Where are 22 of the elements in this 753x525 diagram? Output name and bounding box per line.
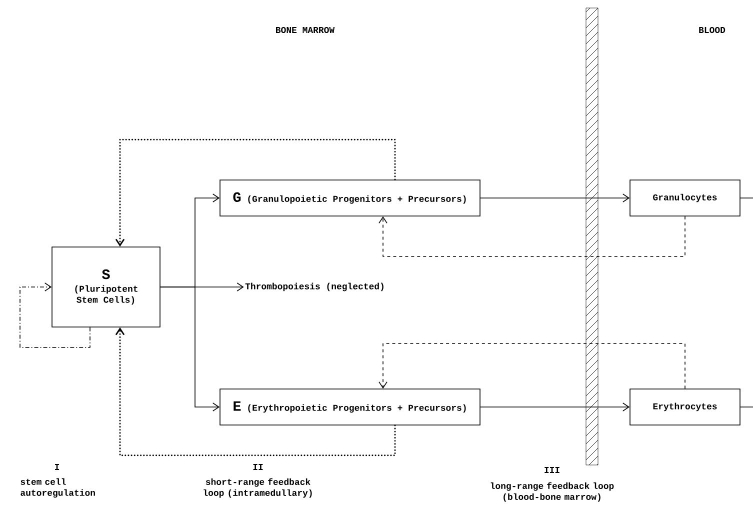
cell-box: S (Pluripotent Stem Cells) <box>52 246 160 328</box>
region-title: BLOOD <box>699 26 726 34</box>
region-title: BONE MARROW <box>276 26 335 34</box>
arrow <box>378 216 686 257</box>
arrow <box>115 327 396 456</box>
cell-box: G (Granulopoietic Progenitors + Precursors) <box>220 180 480 216</box>
arrow <box>480 194 630 202</box>
arrow <box>378 343 686 389</box>
cell-box: Erythrocytes <box>630 388 740 426</box>
cell-box: Granulocytes <box>630 180 740 216</box>
node-text: Thrombopoiesis (neglected) <box>245 282 384 292</box>
arrow <box>115 138 396 247</box>
arrow <box>480 402 630 412</box>
loop-caption: long-range feedback loop (blood-bone marrow) <box>490 482 614 502</box>
arrow <box>20 282 90 348</box>
loop-number: III <box>544 467 560 473</box>
loop-number: I <box>55 464 60 470</box>
arrow <box>160 286 220 412</box>
loop-caption: stem cell autoregulation <box>20 478 95 498</box>
cell-box: E (Erythropoietic Progenitors + Precursors) <box>220 388 480 426</box>
loop-caption: short-range feedback loop (intramedullary) <box>204 478 312 498</box>
loop-number: II <box>253 464 263 470</box>
